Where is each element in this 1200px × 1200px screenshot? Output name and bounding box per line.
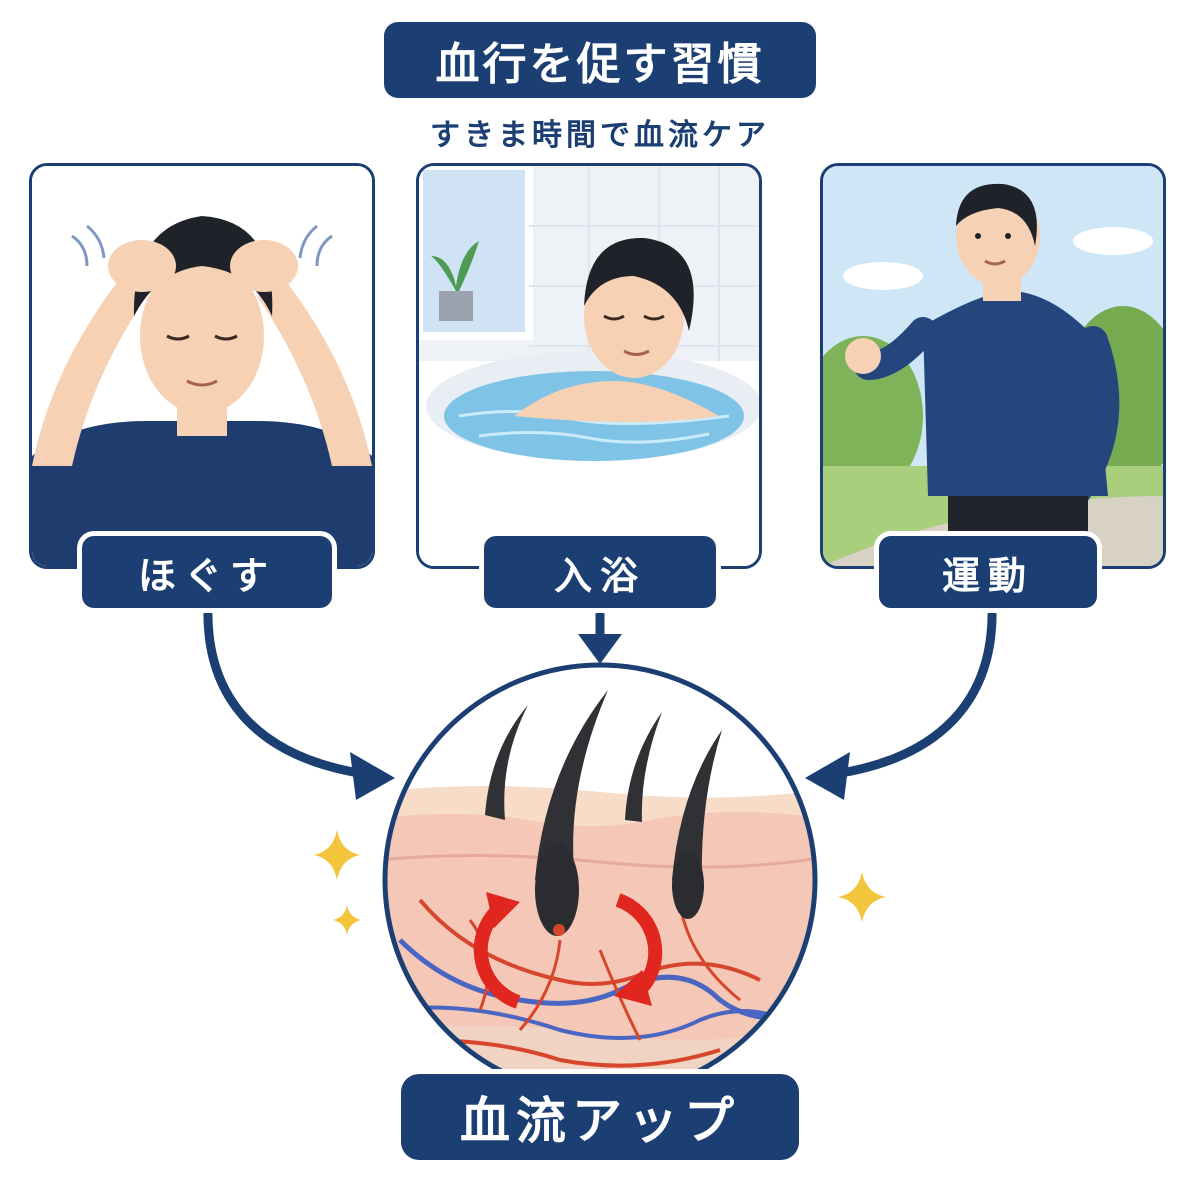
arrow-center-head bbox=[578, 634, 622, 664]
habit-label-exercise: 運動 bbox=[879, 536, 1097, 608]
sparkle-icon bbox=[838, 872, 886, 922]
sparkle-icon bbox=[314, 830, 360, 880]
bathing-illustration bbox=[419, 166, 759, 566]
habit-card-exercise bbox=[820, 163, 1166, 569]
page-title: 血行を促す習慣 bbox=[384, 22, 816, 98]
habit-card-massage bbox=[29, 163, 375, 569]
arrow-right bbox=[823, 600, 997, 780]
habit-label-bath: 入浴 bbox=[484, 536, 716, 608]
page-subtitle: すきま時間で血流ケア bbox=[430, 118, 770, 153]
sparkle-icon bbox=[333, 905, 361, 935]
jogging-illustration bbox=[823, 166, 1163, 566]
scalp-blood-flow-illustration bbox=[382, 662, 818, 1098]
arrow-left bbox=[203, 600, 377, 780]
habit-card-bath bbox=[416, 163, 762, 569]
habit-label-massage: ほぐす bbox=[82, 536, 332, 608]
arrow-right-head bbox=[805, 752, 850, 800]
arrow-left-head bbox=[350, 752, 395, 800]
scalp-massage-illustration bbox=[32, 166, 372, 566]
result-label: 血流アップ bbox=[401, 1074, 799, 1160]
